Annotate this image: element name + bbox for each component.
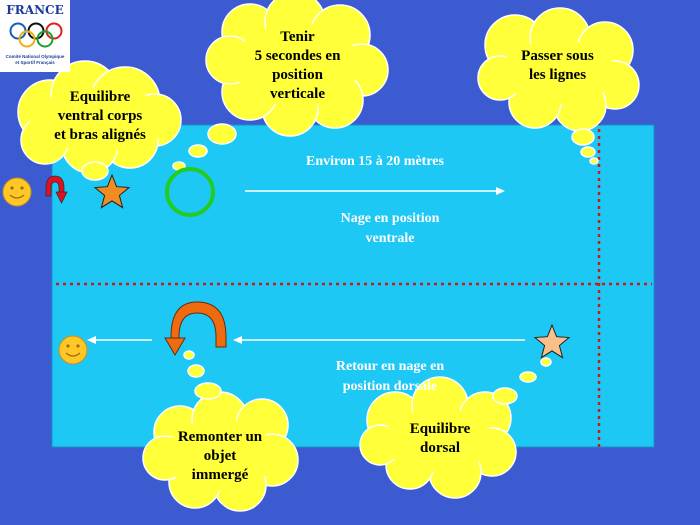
ring-icon <box>165 167 215 217</box>
cloud-remonter-text: Remonter un objet immergé <box>177 429 263 483</box>
logo-subtitle-line1: Comité National Olympique <box>5 54 65 59</box>
cloud-equilibre-ventral <box>17 60 182 181</box>
cloud-remonter <box>142 350 299 512</box>
return-arrow-short <box>87 336 152 344</box>
star-icon-orange <box>93 173 131 209</box>
return-arrow-long <box>233 336 525 344</box>
smiley-icon-top <box>2 177 32 207</box>
logo: FRANCE Comité National Olympique et Spor… <box>0 0 70 72</box>
olympic-rings-icon <box>9 22 63 48</box>
pool <box>51 124 655 448</box>
cloud-tenir-text: Tenir 5 secondes en position verticale <box>254 29 341 102</box>
cloud-tenir <box>172 0 389 171</box>
flip-arrow-icon-orange <box>164 301 227 356</box>
nage-ventrale-label: Nage en position ventrale <box>340 211 440 246</box>
forward-arrow <box>245 187 505 195</box>
cloud-equilibre-dorsal <box>359 357 552 499</box>
logo-title: FRANCE <box>6 3 64 17</box>
star-icon-peach <box>533 323 571 359</box>
retour-label: Retour en nage en position dorsale <box>335 359 445 394</box>
flip-arrow-icon-red <box>45 175 68 204</box>
logo-subtitle-line2: et Sportif Français <box>15 60 55 65</box>
cloud-equilibre-ventral-text: Equilibre ventral corps et bras alignés <box>54 89 146 143</box>
distance-label: Environ 15 à 20 mètres <box>306 154 444 169</box>
cloud-passer-text: Passer sous les lignes <box>521 48 594 83</box>
smiley-icon-bottom <box>58 335 88 365</box>
cloud-equilibre-dorsal-text: Equilibre dorsal <box>409 421 471 456</box>
cloud-passer <box>477 7 640 165</box>
